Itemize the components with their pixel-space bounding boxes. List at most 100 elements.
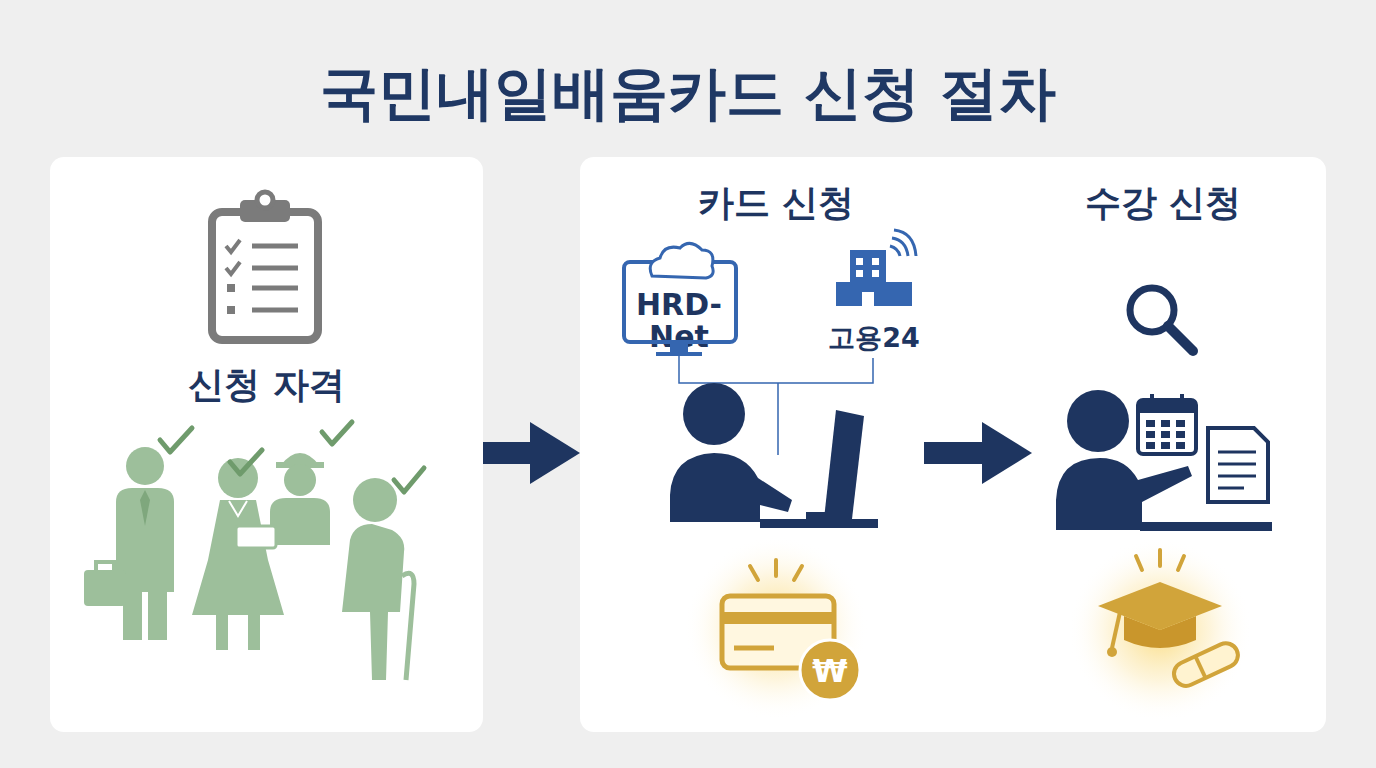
graduation-icon bbox=[1068, 538, 1252, 722]
keyboard bbox=[806, 512, 848, 519]
person-body bbox=[670, 453, 792, 522]
calendar-cell bbox=[1176, 431, 1185, 438]
clipboard-icon bbox=[212, 192, 318, 340]
calendar-cell bbox=[1176, 420, 1185, 427]
monitor-screen bbox=[624, 262, 736, 342]
list-line bbox=[252, 308, 298, 313]
window bbox=[856, 270, 863, 277]
agency-building: 고용24 bbox=[826, 238, 922, 358]
elder-head bbox=[353, 478, 397, 522]
clipboard-clip bbox=[240, 200, 290, 222]
ray bbox=[794, 566, 802, 580]
calendar-rings bbox=[1152, 394, 1182, 406]
clipboard-board bbox=[212, 212, 318, 340]
window bbox=[856, 258, 863, 265]
helmet-brim bbox=[276, 462, 324, 468]
tassel-end bbox=[1107, 647, 1117, 657]
flow-arrow bbox=[924, 442, 988, 464]
ray bbox=[1136, 556, 1142, 570]
tassel bbox=[1112, 612, 1120, 648]
diploma-roll bbox=[1170, 639, 1242, 689]
check-mark bbox=[226, 262, 240, 274]
worker-body bbox=[270, 498, 330, 545]
check-mark bbox=[322, 422, 352, 444]
window bbox=[872, 258, 879, 265]
magnifier-handle bbox=[1168, 326, 1193, 351]
leg bbox=[123, 588, 142, 640]
calendar bbox=[1138, 400, 1196, 454]
document-icon bbox=[1208, 428, 1268, 502]
leg bbox=[148, 588, 167, 640]
person-head bbox=[1067, 390, 1129, 452]
coin bbox=[800, 640, 860, 700]
calendar-cell bbox=[1146, 420, 1155, 427]
worker-head bbox=[284, 464, 316, 496]
bullet bbox=[227, 284, 235, 292]
site-name: 고용24 bbox=[826, 322, 922, 354]
flow-arrow bbox=[483, 442, 536, 464]
currency-symbol: ₩ bbox=[800, 651, 860, 691]
window bbox=[872, 270, 879, 277]
diploma-ribbon bbox=[1195, 656, 1205, 678]
person-body bbox=[1056, 458, 1192, 530]
tie bbox=[140, 490, 150, 526]
monitor-base bbox=[656, 352, 702, 356]
briefcase bbox=[84, 570, 126, 606]
check-mark bbox=[230, 450, 262, 474]
calendar-cell bbox=[1161, 431, 1170, 438]
step-heading: 신청 자격 bbox=[50, 362, 483, 408]
door bbox=[862, 292, 874, 306]
person-planning bbox=[1056, 390, 1272, 531]
woman-dress bbox=[192, 500, 284, 615]
person-at-computer bbox=[670, 383, 878, 528]
list-line bbox=[252, 266, 298, 271]
diagram-title: 국민내일배움카드 신청 절차 bbox=[0, 58, 1376, 128]
calendar-cell bbox=[1161, 420, 1170, 427]
briefcase-handle bbox=[96, 562, 114, 570]
check-mark bbox=[394, 468, 424, 492]
calendar-cell bbox=[1146, 431, 1155, 438]
card-stripe bbox=[724, 612, 832, 624]
woman-head bbox=[218, 458, 258, 498]
held-document bbox=[236, 526, 276, 548]
people-group bbox=[84, 447, 414, 680]
cap-base bbox=[1124, 616, 1196, 648]
step-heading: 카드 신청 bbox=[626, 180, 926, 226]
connection-wire bbox=[679, 356, 873, 455]
check-marks bbox=[160, 422, 424, 492]
building-base bbox=[836, 282, 912, 306]
leg bbox=[248, 612, 260, 650]
businessman-body bbox=[116, 488, 174, 592]
ray bbox=[1178, 556, 1184, 570]
list-line bbox=[252, 244, 298, 249]
calendar-cell bbox=[1176, 442, 1185, 449]
card-step: 카드 신청 HRD-Net 고용24 bbox=[580, 157, 924, 732]
bullet bbox=[227, 306, 235, 314]
ray bbox=[774, 560, 778, 576]
building-tower bbox=[850, 250, 886, 306]
elder-body bbox=[342, 524, 404, 680]
course-step: 수강 신청 bbox=[1032, 157, 1326, 732]
monitor-icon bbox=[624, 243, 736, 354]
document-lines bbox=[1218, 452, 1256, 488]
helmet bbox=[280, 453, 320, 466]
eligibility-panel: 신청 자격 bbox=[50, 157, 483, 732]
ray bbox=[1158, 550, 1162, 566]
magnifier-icon bbox=[1130, 288, 1193, 351]
desk bbox=[760, 519, 878, 528]
process-panel bbox=[580, 157, 1326, 732]
businessman-head bbox=[126, 447, 164, 485]
check-mark bbox=[226, 240, 240, 252]
step-heading: 수강 신청 bbox=[1013, 180, 1313, 226]
glow bbox=[684, 536, 868, 720]
clipboard-ring bbox=[257, 192, 273, 208]
list-line bbox=[252, 286, 298, 291]
cloud-icon bbox=[650, 243, 713, 278]
check-mark bbox=[160, 428, 192, 452]
site-name: HRD-Net bbox=[612, 289, 746, 353]
website-monitor: HRD-Net bbox=[612, 240, 746, 358]
glow bbox=[1068, 538, 1252, 722]
calendar-cell bbox=[1146, 442, 1155, 449]
calendar-grid bbox=[1146, 420, 1185, 449]
